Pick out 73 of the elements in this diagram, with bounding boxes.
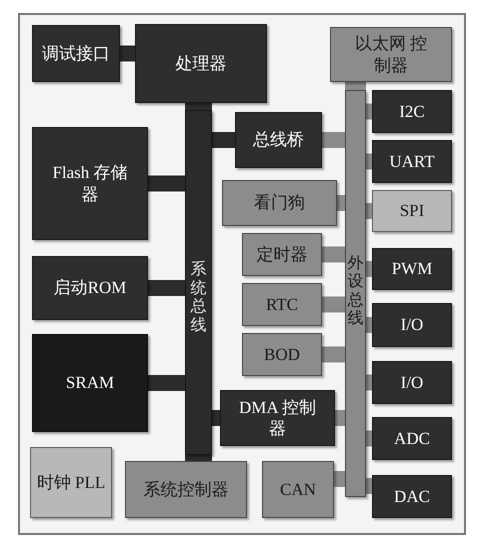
bus-connector xyxy=(335,410,345,426)
module-label: Flash 存储器 xyxy=(51,162,129,205)
module-label: PWM xyxy=(390,258,434,280)
bus-connector xyxy=(322,296,345,312)
module-box xyxy=(372,140,452,183)
bus-connector xyxy=(185,103,212,110)
module-label: 看门狗 xyxy=(253,192,306,214)
module-label: 调试接口 xyxy=(41,42,111,64)
bus-connector xyxy=(366,430,372,446)
bus-connector xyxy=(334,471,345,487)
bus-connector xyxy=(212,410,220,426)
bus-bar xyxy=(185,110,212,455)
module-label: 时钟 PLL xyxy=(36,472,106,494)
bus-connector xyxy=(366,154,372,170)
module-label: I2C xyxy=(398,100,426,122)
bus-connector xyxy=(148,176,185,192)
module-box xyxy=(372,475,452,518)
module-box xyxy=(372,248,452,290)
module-box xyxy=(372,361,452,404)
module-label: 系统控制器 xyxy=(142,478,230,500)
module-box xyxy=(372,190,452,232)
module-box xyxy=(262,461,334,518)
module-box xyxy=(242,233,322,276)
module-label: DAC xyxy=(393,486,431,508)
module-label: SPI xyxy=(398,200,426,222)
module-box xyxy=(32,127,148,240)
module-box xyxy=(32,334,148,432)
module-box xyxy=(32,256,148,320)
module-box xyxy=(32,25,120,82)
bus-connector xyxy=(366,261,372,277)
module-box xyxy=(222,180,337,226)
bus-connector xyxy=(322,246,345,262)
module-label: DMA 控制器 xyxy=(238,396,317,440)
bus-connector xyxy=(322,132,345,148)
module-box xyxy=(242,283,322,326)
module-box xyxy=(242,333,322,376)
bus-connector xyxy=(366,374,372,390)
module-box xyxy=(30,447,112,518)
module-box xyxy=(125,461,247,518)
bus-connector xyxy=(345,82,366,90)
bus-bar xyxy=(345,90,366,497)
bus-connector xyxy=(366,104,372,120)
module-label: I/O xyxy=(400,314,424,336)
bus-connector xyxy=(322,346,345,362)
bus-connector xyxy=(120,46,135,62)
module-label: ADC xyxy=(393,428,431,450)
bus-connector xyxy=(212,132,235,148)
module-box xyxy=(330,27,452,82)
module-label: 定时器 xyxy=(256,244,308,266)
bus-label: 系统总线 xyxy=(190,261,206,335)
bus-connector xyxy=(148,375,185,391)
module-label: 总线桥 xyxy=(252,129,305,151)
module-label: UART xyxy=(388,150,436,172)
bus-connector xyxy=(366,317,372,333)
module-label: RTC xyxy=(264,294,300,316)
bus-connector xyxy=(366,203,372,219)
module-label: I/O xyxy=(400,372,424,394)
module-box xyxy=(372,303,452,347)
bus-connector xyxy=(185,455,212,461)
module-box xyxy=(135,24,267,103)
module-label: 启动ROM xyxy=(52,277,128,299)
bus-connector xyxy=(366,478,372,494)
bus-connector xyxy=(337,195,345,211)
module-label: 以太网 控制器 xyxy=(354,33,428,76)
module-box xyxy=(372,90,452,133)
module-label: CAN xyxy=(279,478,317,500)
module-label: BOD xyxy=(263,344,301,366)
bus-label: 外设总线 xyxy=(348,255,364,329)
module-box xyxy=(220,390,335,446)
module-label: 处理器 xyxy=(174,52,228,74)
module-box xyxy=(372,417,452,460)
module-label: SRAM xyxy=(64,372,116,394)
module-box xyxy=(235,112,322,168)
